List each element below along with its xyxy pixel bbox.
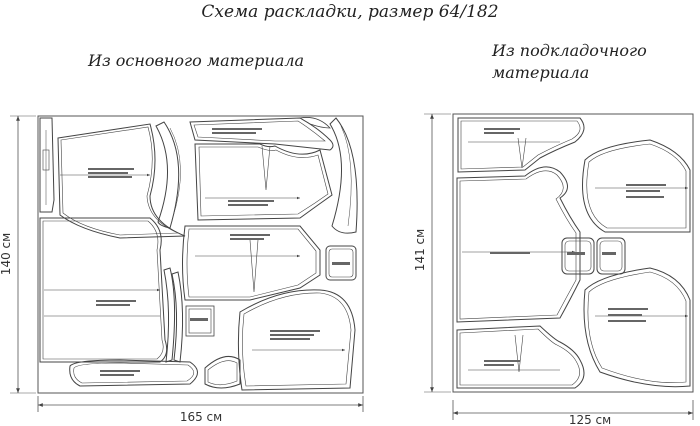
pattern-piece: [298, 117, 358, 234]
lining-height-label: 141 см: [413, 229, 427, 271]
pattern-piece: [237, 289, 356, 391]
pattern-piece: [182, 225, 321, 301]
pattern-piece: [57, 123, 186, 239]
piece-annotations: [88, 128, 350, 376]
lining-fabric-layout: 125 см 141 см: [413, 113, 694, 426]
main-fabric-label: Из основного материала: [88, 51, 305, 70]
piece-annotations: [484, 128, 666, 366]
main-width-label: 165 см: [180, 410, 222, 424]
pattern-piece: [39, 217, 168, 363]
pattern-piece: [457, 117, 585, 173]
layout-title: Схема раскладки, размер 64/182: [201, 2, 499, 22]
pattern-piece: [456, 325, 585, 389]
pattern-piece: [582, 139, 691, 233]
lining-width-label: 125 см: [569, 413, 611, 426]
main-fabric-border: [37, 115, 364, 394]
main-fabric-layout: 165 см 140 см: [0, 115, 364, 424]
pattern-piece: [69, 359, 198, 387]
pattern-piece: [325, 245, 357, 281]
pattern-piece: [204, 355, 241, 389]
pattern-piece: [561, 237, 626, 275]
main-height-label: 140 см: [0, 233, 13, 275]
lining-fabric-label: Из подкладочного материала: [492, 41, 647, 82]
pattern-piece: [39, 117, 55, 213]
pattern-piece: [155, 121, 181, 229]
pattern-piece: [163, 267, 215, 363]
